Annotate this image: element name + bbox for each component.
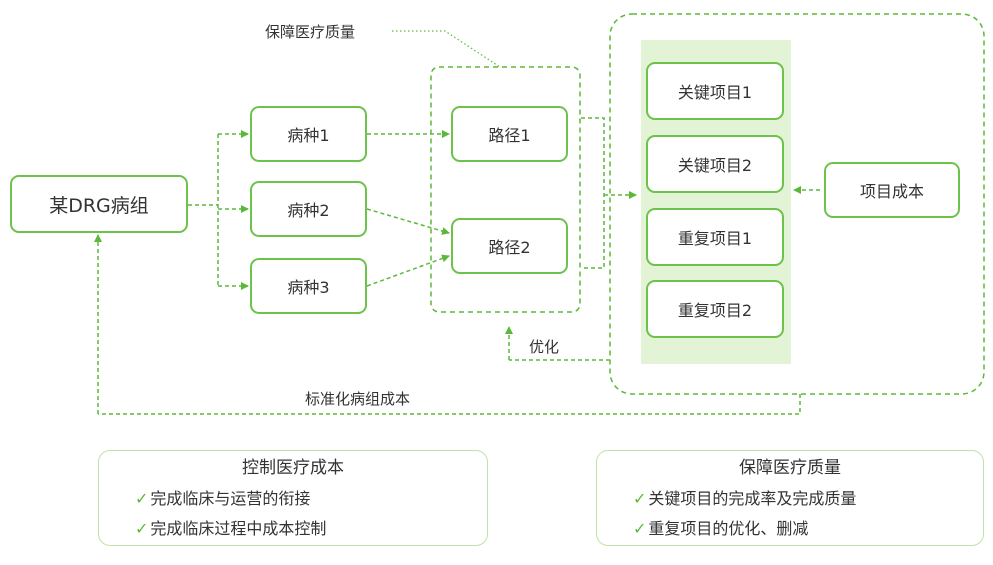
- ensure-quality-item-2-text: 重复项目的优化、删减: [648, 519, 809, 538]
- ensure-quality-panel: 保障医疗质量 ✓关键项目的完成率及完成质量 ✓重复项目的优化、删减: [596, 450, 984, 546]
- disease-3-node: 病种3: [250, 258, 367, 314]
- item-cost-node: 项目成本: [824, 162, 960, 218]
- standardize-feedback-line: [98, 394, 801, 415]
- ensure-quality-item-2: ✓重复项目的优化、删减: [633, 515, 808, 539]
- check-icon: ✓: [135, 489, 149, 508]
- path-2-node: 路径2: [451, 218, 568, 274]
- path-container: [430, 66, 581, 313]
- arrow-disease3-path2: [366, 254, 450, 287]
- ensure-quality-title: 保障医疗质量: [739, 458, 841, 478]
- control-cost-item-1-text: 完成临床与运营的衔接: [150, 489, 311, 508]
- control-cost-item-1: ✓完成临床与运营的衔接: [135, 485, 310, 509]
- ensure-quality-label: 保障医疗质量: [265, 23, 356, 41]
- control-cost-item-2: ✓完成临床过程中成本控制: [135, 515, 326, 539]
- repeat-item-2-node: 重复项目2: [646, 280, 784, 338]
- drg-group-node: 某DRG病组: [10, 175, 188, 233]
- control-cost-title: 控制医疗成本: [242, 458, 344, 478]
- ensure-quality-item-1: ✓关键项目的完成率及完成质量: [633, 485, 856, 509]
- path-1-node: 路径1: [451, 106, 568, 162]
- disease-2-node: 病种2: [250, 181, 367, 237]
- check-icon: ✓: [135, 519, 149, 538]
- optimize-label: 优化: [529, 338, 560, 356]
- control-cost-item-2-text: 完成临床过程中成本控制: [150, 519, 327, 538]
- check-icon: ✓: [633, 489, 647, 508]
- check-icon: ✓: [633, 519, 647, 538]
- ensure-quality-item-1-text: 关键项目的完成率及完成质量: [648, 489, 857, 508]
- arrow-disease2-path2: [366, 208, 450, 235]
- items-container: [609, 13, 985, 395]
- repeat-item-1-node: 重复项目1: [646, 208, 784, 266]
- key-item-1-node: 关键项目1: [646, 62, 784, 120]
- key-item-2-node: 关键项目2: [646, 135, 784, 193]
- quality-callout-line: [392, 30, 501, 68]
- disease-1-node: 病种1: [250, 106, 367, 162]
- control-cost-panel: 控制医疗成本 ✓完成临床与运营的衔接 ✓完成临床过程中成本控制: [98, 450, 488, 546]
- path-to-items-line: [581, 117, 605, 269]
- standardize-cost-label: 标准化病组成本: [305, 390, 411, 408]
